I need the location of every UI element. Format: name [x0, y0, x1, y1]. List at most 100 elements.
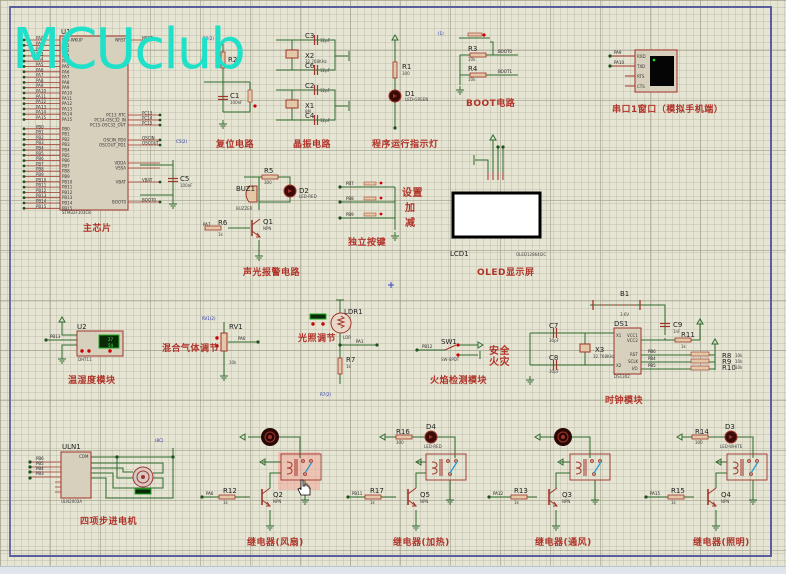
label-crystal: 晶振电路 — [293, 140, 332, 150]
dht-hum-button[interactable] — [87, 349, 91, 353]
alarm-net: PA7 — [203, 222, 211, 227]
mcu-pin-label: PA6 — [62, 69, 70, 74]
q5-value: NPN — [420, 499, 428, 504]
mcu-pin-label: PB7 — [62, 163, 70, 168]
mcu-pin-label: PC14-OSC32_IN — [94, 118, 126, 123]
rv1-up-button[interactable] — [215, 336, 219, 340]
d1-value: LED-GREEN — [405, 97, 428, 102]
mcu-pin-net: VBAT — [142, 178, 153, 183]
mcu-pin-dot — [22, 138, 26, 141]
sw1-value: SW-SPDT — [441, 357, 460, 362]
r16-value: 300 — [396, 440, 404, 445]
relay-heat-net: PB11 — [352, 491, 363, 496]
ldr1-ref: LDR1 — [344, 308, 363, 316]
uart-pin-rts: RTS — [637, 74, 645, 79]
mcu-pin-dot — [22, 153, 26, 157]
b1-value: 3.6V — [620, 312, 629, 317]
c5-probe: C5(2) — [176, 139, 187, 144]
mcu-pin-label: VBAT — [116, 180, 127, 185]
mcu-pin-dot — [22, 81, 26, 84]
relay-vent[interactable]: R13 1k Q3 NPN PA12 — [487, 427, 611, 531]
c3-value: 12pF — [320, 38, 331, 43]
ds1-pin-x2: X2 — [616, 363, 622, 368]
status-bar — [0, 566, 786, 574]
mcu-pin-dot — [22, 143, 26, 147]
relay-light-net: PA15 — [650, 491, 660, 496]
mcu-u1[interactable]: U1 STM32F103C8 PA0-WKUPPA0PA1PA1PA2PA2PA… — [22, 28, 162, 215]
mcu-pin-dot — [158, 200, 162, 204]
mcu-pin-label: VDDA — [114, 161, 126, 166]
ds-rst-net: PB6 — [648, 349, 656, 354]
gas-potentiometer[interactable]: RV1 10k PA0 RV1(2) — [202, 316, 260, 381]
dht-temp-button[interactable] — [80, 349, 84, 353]
ds1-pin-sclk: SCLK — [628, 359, 639, 364]
mcu-pin-label: BOOT0 — [112, 200, 126, 205]
c1-value: 100nF — [230, 100, 243, 105]
mcu-pin-dot — [22, 127, 26, 131]
relay-heat[interactable]: R16 300 D4 LED-RED R17 1k Q5 NPN PB11 — [346, 423, 467, 531]
r9-value: 10k — [735, 359, 743, 364]
ldr-up-button[interactable] — [321, 322, 325, 326]
mcu-pin-dot — [22, 201, 26, 205]
label-relay-light: 继电器(照明) — [693, 538, 750, 548]
ds1-pin-rst: RST — [630, 352, 638, 357]
label-oled: OLED显示屏 — [477, 268, 535, 278]
mcu-pin-net: OSCOUT — [142, 141, 160, 146]
label-relay-heat: 继电器(加热) — [393, 538, 450, 548]
mcu-pin-net: PB12 — [36, 188, 47, 193]
mcu-pin-label: PA3 — [62, 53, 70, 58]
ldr-down-button[interactable] — [311, 322, 315, 326]
relay-fan[interactable]: R12 1k Q2 NPN PA6 — [200, 427, 322, 531]
mcu-pin-label: PB1 — [62, 132, 70, 137]
stepper-net-1: PB6 — [36, 456, 44, 461]
mcu-pin-net: PB14 — [36, 199, 47, 204]
c6-ref: C6 — [305, 62, 315, 70]
c6-value: 12pF — [320, 68, 331, 73]
r13-value: 1k — [514, 500, 520, 505]
r14-ref: R14 — [695, 428, 709, 436]
r4-value: 10k — [468, 77, 476, 82]
rv1-probe: RV1(2) — [202, 316, 216, 321]
q1-ref: Q1 — [263, 218, 273, 226]
uart-terminal[interactable]: RXD TXD RTS CTS PA9 PA10 — [608, 49, 678, 93]
label-stepper: 四项步进电机 — [80, 517, 138, 527]
q3-ref: Q3 — [562, 491, 572, 499]
mcu-pin-label: PA1 — [62, 43, 70, 48]
dht11-sensor[interactable]: 27 54 U2 DHT11 PB13 — [44, 316, 124, 364]
label-main-chip: 主芯片 — [83, 224, 112, 234]
crystal-circuit: C3 C6 C2 C4 12pF 12pF 12pF 12pF X2 32.76… — [276, 32, 350, 126]
mcu-pin-dot — [158, 180, 162, 184]
mcu-pin-net: PA1 — [36, 41, 44, 46]
stepper-net-4: PB3 — [36, 471, 44, 476]
r8-ref: R8 — [722, 352, 731, 360]
vdda-decoupling: C5 100nF C5(2) — [140, 139, 193, 209]
r6-ref: R6 — [218, 219, 228, 227]
uart-pin-txd: TXD — [636, 64, 645, 69]
uart-pin-cts: CTS — [637, 84, 645, 89]
relay-light[interactable]: R14 300 D3 LED-WHITE R15 1k Q4 NPN PA15 — [644, 423, 768, 531]
q1-value: NPN — [263, 226, 271, 231]
q4-ref: Q4 — [721, 491, 732, 499]
mcu-pin-label: PA8 — [62, 80, 70, 85]
mcu-pin-net: PA7 — [36, 73, 44, 78]
mcu-pin-net: PA9 — [36, 83, 44, 88]
d1-ref: D1 — [405, 90, 415, 98]
stepper-probe: (8C) — [155, 438, 164, 443]
uart-tx-net: PA10 — [614, 60, 624, 65]
mcu-pin-label: PB14 — [62, 201, 73, 206]
rv1-down-button[interactable] — [215, 344, 219, 348]
mcu-pin-label: PA0-WKUP — [62, 38, 83, 43]
r2-ref: R2 — [228, 56, 237, 64]
oled-display[interactable]: LCD1 OLED12864I2C — [450, 134, 546, 258]
flame-switch[interactable]: SW1 SW-SPDT PB12 — [415, 338, 484, 362]
d2-value: LED-RED — [299, 194, 317, 199]
mcu-pin-label: PB5 — [62, 153, 70, 158]
boot-circuit: R3 R4 10k 10k BOOT0 BOOT1 (1) — [438, 31, 518, 95]
mcu-pin-dot — [158, 118, 162, 122]
mcu-pin-label: PA9 — [62, 85, 70, 90]
ldr-circuit[interactable]: LDR1 LDR R7 1k PA1 R7(2) — [309, 299, 379, 397]
r7-ref: R7 — [346, 356, 355, 364]
label-alarm: 声光报警电路 — [243, 268, 301, 278]
stepper-circuit[interactable]: ULN1 ULN2003A COM (8C) PB6 PB5 PB4 PB3 — [28, 438, 175, 504]
